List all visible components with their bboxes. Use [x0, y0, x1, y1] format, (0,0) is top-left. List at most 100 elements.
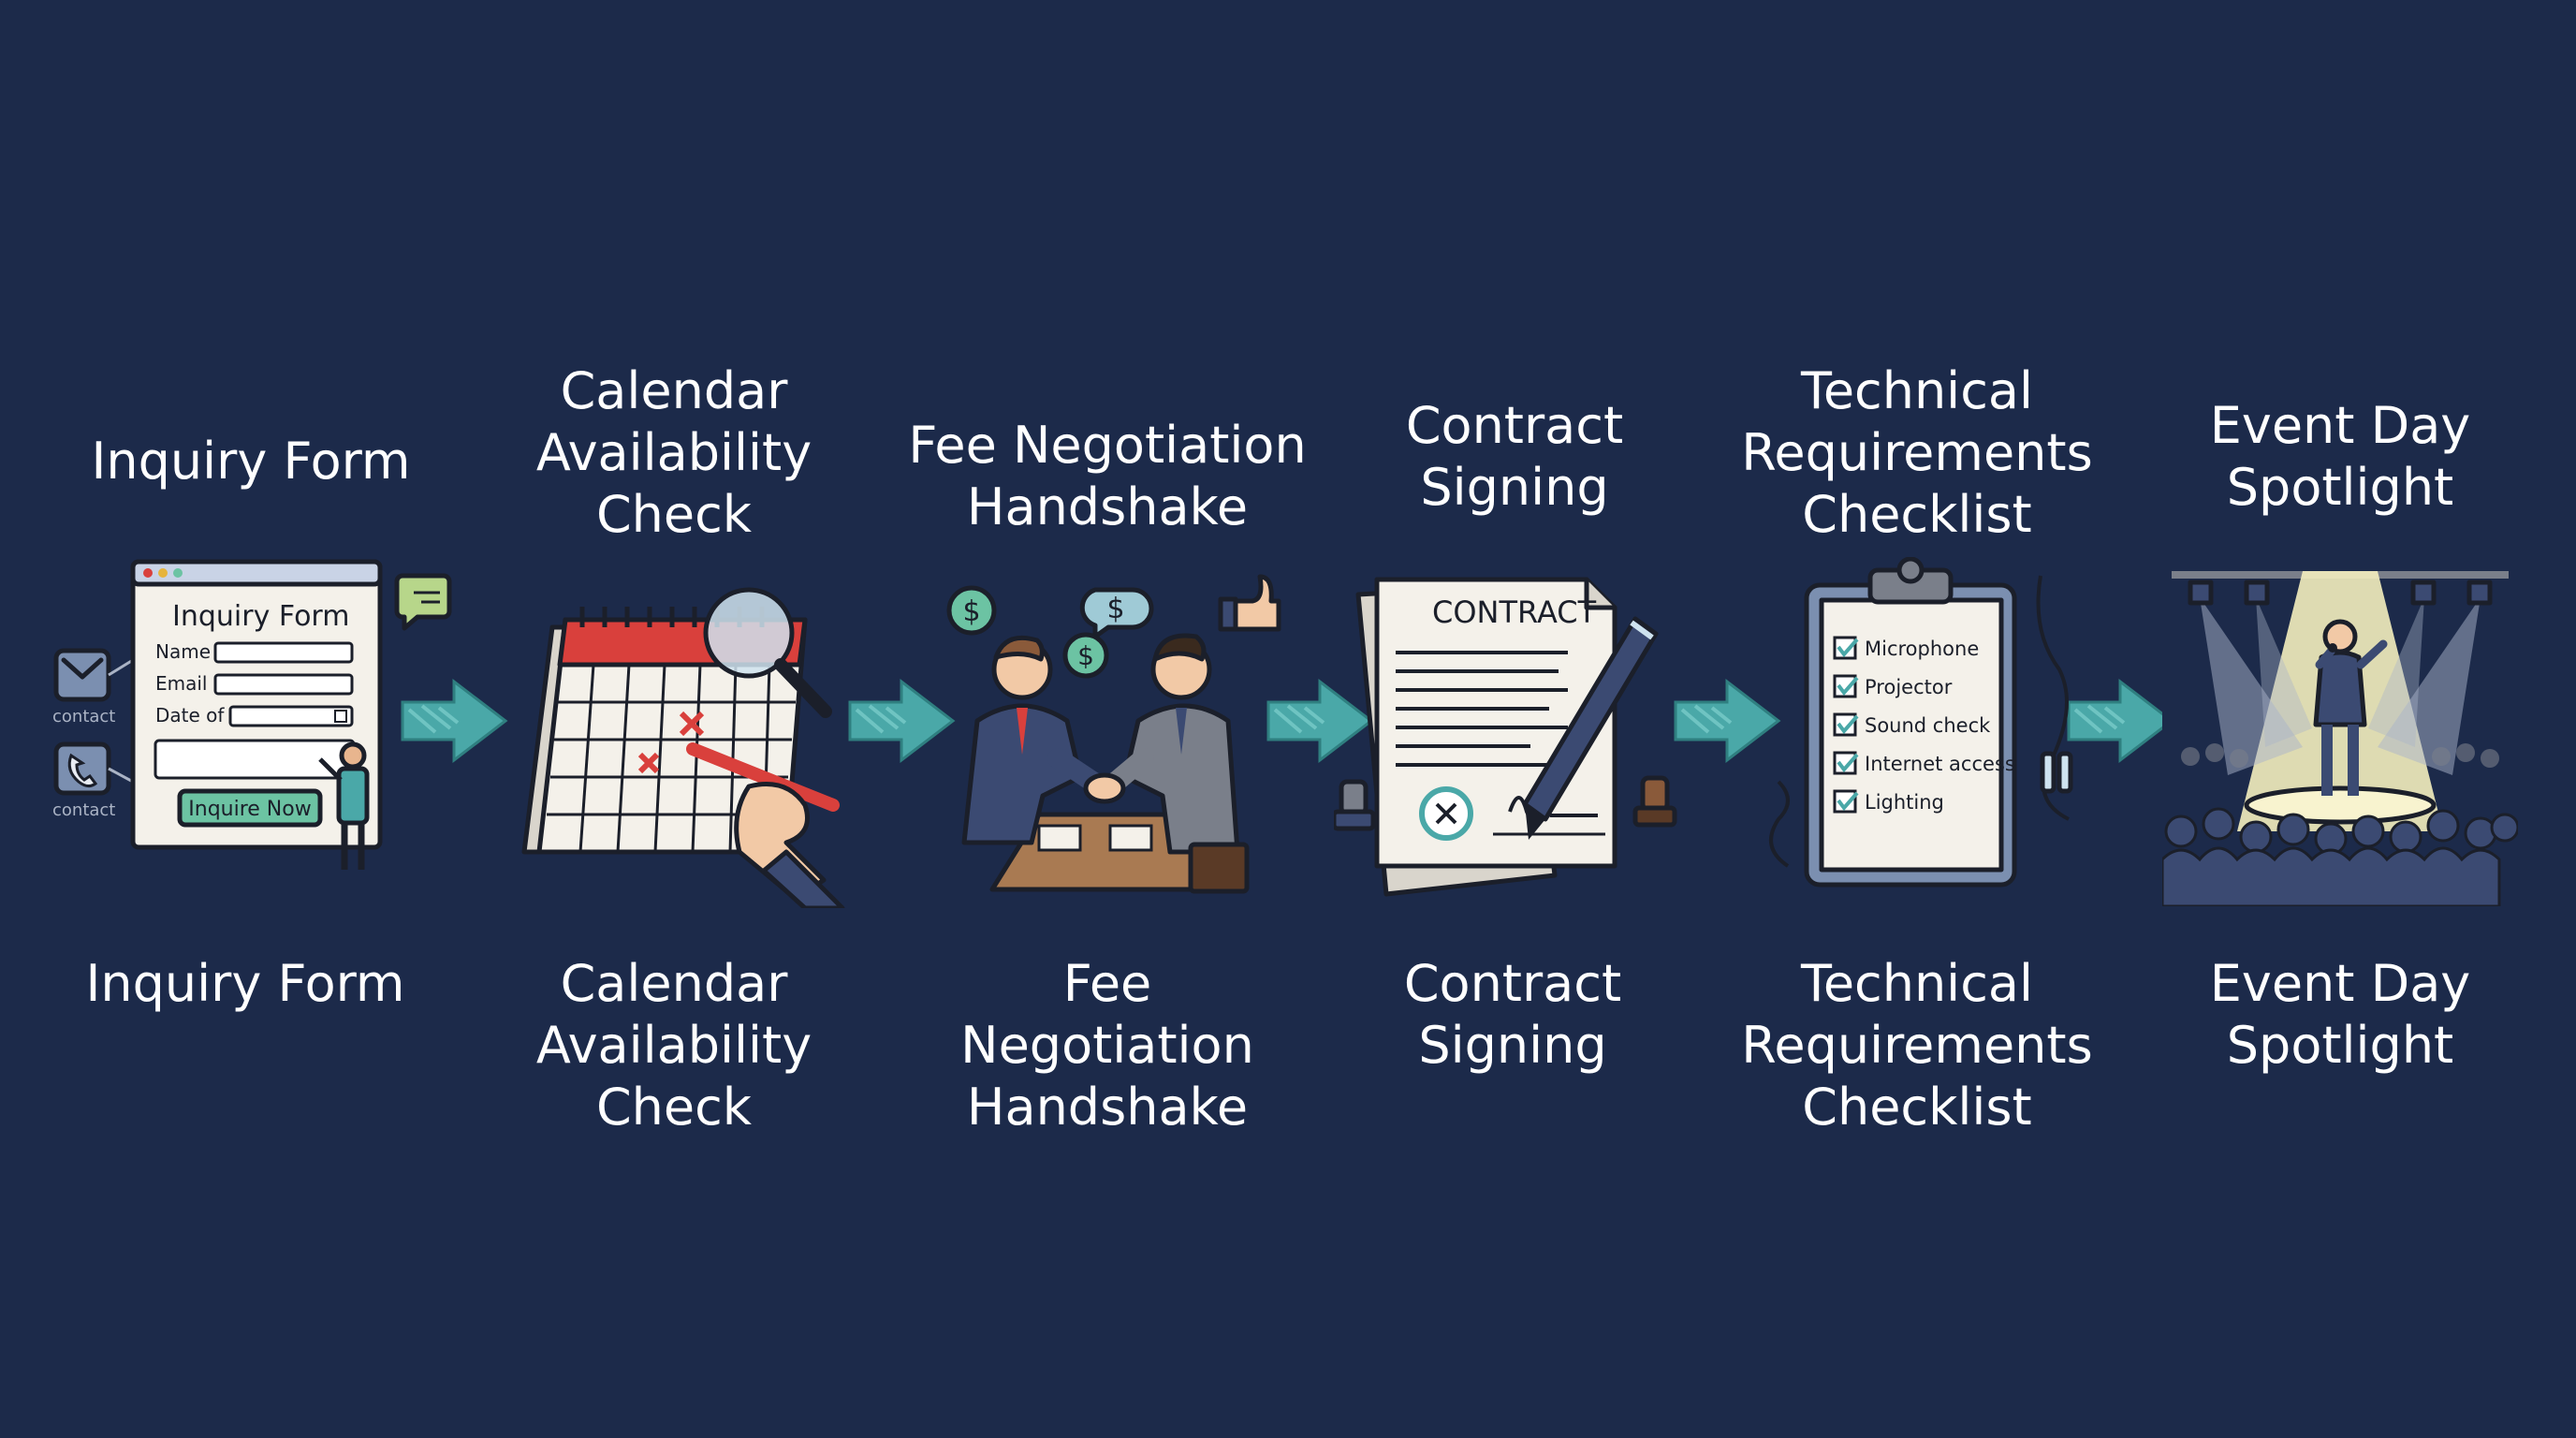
step2-top-title: Calendar Availability Check — [459, 360, 889, 546]
title-line: Availability — [535, 423, 812, 482]
checkbox-icon — [1833, 751, 1857, 775]
stage-light-icon — [2466, 580, 2493, 606]
email-label: Email — [155, 672, 208, 695]
flow-arrow-icon — [401, 678, 508, 764]
speech-bubble-icon — [1079, 587, 1154, 639]
checklist-item-label: Projector — [1865, 676, 1953, 698]
stage-light-icon — [2188, 580, 2214, 606]
checklist: Microphone Projector Sound check Interne… — [1833, 636, 2015, 814]
contact-label: contact — [52, 800, 115, 820]
dollar-coin-icon — [946, 585, 997, 636]
step5-bottom-title: Technical Requirements Checklist — [1702, 953, 2132, 1138]
title-line: Inquiry Form — [85, 954, 405, 1013]
title-line: Fee — [1062, 954, 1152, 1013]
title-line: Requirements — [1741, 1016, 2093, 1075]
step2-bottom-title: Calendar Availability Check — [459, 953, 889, 1138]
step6-bottom-title: Event Day Spotlight — [2125, 953, 2555, 1077]
inquire-now-button — [177, 788, 323, 828]
title-line: Contract — [1405, 396, 1624, 455]
dollar-coin-icon — [1062, 632, 1109, 679]
date-field — [228, 705, 354, 727]
title-line: Inquiry Form — [91, 432, 411, 491]
title-line: Spotlight — [2226, 458, 2454, 517]
checklist-item-label: Microphone — [1865, 638, 1979, 660]
title-line: Signing — [1420, 458, 1609, 517]
flow-arrow-icon — [848, 678, 956, 764]
title-line: Handshake — [966, 1078, 1249, 1137]
title-line: Checklist — [1802, 1078, 2032, 1137]
title-line: Check — [595, 1078, 753, 1137]
svg-text:$: $ — [1077, 640, 1094, 671]
title-line: Calendar — [560, 361, 788, 420]
name-label: Name — [155, 640, 211, 663]
inquiry-form-icon: contact contact Inquiry Form Name Email … — [52, 559, 452, 870]
flow-arrow-icon — [1674, 678, 1781, 764]
thumbs-up-icon — [1218, 574, 1281, 632]
title-line: Contract — [1403, 954, 1622, 1013]
svg-text:$: $ — [962, 595, 980, 628]
checkbox-icon — [1833, 712, 1857, 737]
stage-light-icon — [2244, 580, 2270, 606]
title-line: Negotiation — [960, 1016, 1254, 1075]
stage-platform — [2244, 785, 2437, 825]
microphone-icon — [2328, 643, 2337, 653]
stamp-icon — [1632, 775, 1677, 828]
step3-top-title: Fee Negotiation Handshake — [892, 415, 1323, 538]
handshake-icon: $ $ $ — [946, 574, 1281, 894]
checklist-item: Microphone — [1833, 636, 1979, 660]
step5-top-title: Technical Requirements Checklist — [1702, 360, 2132, 546]
name-field — [213, 641, 354, 664]
calendar-icon — [521, 587, 845, 908]
message-field — [154, 739, 356, 780]
svg-text:$: $ — [1106, 593, 1124, 625]
checklist-item: Sound check — [1833, 712, 1991, 737]
contract-heading: CONTRACT — [1432, 594, 1597, 630]
step4-top-title: Contract Signing — [1299, 395, 1730, 519]
date-label: Date of — [155, 704, 225, 726]
contact-label: contact — [52, 707, 115, 726]
title-line: Fee Negotiation — [908, 416, 1307, 475]
title-line: Availability — [535, 1016, 812, 1075]
title-line: Check — [595, 485, 753, 544]
magnifier-icon — [703, 587, 832, 718]
form-heading: Inquiry Form — [172, 600, 349, 633]
person-icon — [339, 741, 367, 770]
checkbox-icon — [1833, 636, 1857, 660]
step6-top-title: Event Day Spotlight — [2125, 395, 2555, 519]
checklist-item: Projector — [1833, 674, 1953, 698]
checklist-item-label: Sound check — [1865, 714, 1991, 737]
inquire-now-label: Inquire Now — [188, 798, 311, 821]
checkbox-icon — [1833, 674, 1857, 698]
clipboard-icon: Microphone Projector Sound check Interne… — [1769, 557, 2073, 888]
title-line: Signing — [1418, 1016, 1607, 1075]
cable-icon — [1769, 780, 1790, 868]
title-line: Spotlight — [2226, 1016, 2454, 1075]
calendar-small-icon — [334, 710, 347, 723]
title-line: Event Day — [2209, 396, 2471, 455]
email-field — [213, 673, 354, 696]
checklist-item-label: Internet access — [1865, 753, 2015, 775]
audience-icon — [2162, 807, 2518, 906]
briefcase-icon — [1188, 842, 1250, 894]
checklist-item-label: Lighting — [1865, 791, 1944, 814]
checkbox-icon — [1833, 789, 1857, 814]
title-line: Technical — [1801, 954, 2033, 1013]
red-pen-icon — [686, 742, 840, 812]
flow-arrow-icon — [2067, 678, 2174, 764]
checklist-item: Internet access — [1833, 751, 2015, 775]
stamp-icon — [1334, 779, 1376, 831]
step4-bottom-title: Contract Signing — [1297, 953, 1728, 1077]
title-line: Checklist — [1802, 485, 2032, 544]
checklist-item: Lighting — [1833, 789, 1944, 814]
flow-arrow-icon — [1266, 678, 1374, 764]
title-line: Handshake — [966, 477, 1249, 536]
title-line: Technical — [1801, 361, 2033, 420]
title-line: Requirements — [1741, 423, 2093, 482]
step3-bottom-title: Fee Negotiation Handshake — [892, 953, 1323, 1138]
spotlight-stage-icon — [2162, 560, 2518, 906]
step1-top-title: Inquiry Form — [36, 431, 466, 492]
stage-light-icon — [2410, 580, 2437, 606]
title-line: Calendar — [560, 954, 788, 1013]
contract-icon: CONTRACT — [1334, 577, 1677, 897]
